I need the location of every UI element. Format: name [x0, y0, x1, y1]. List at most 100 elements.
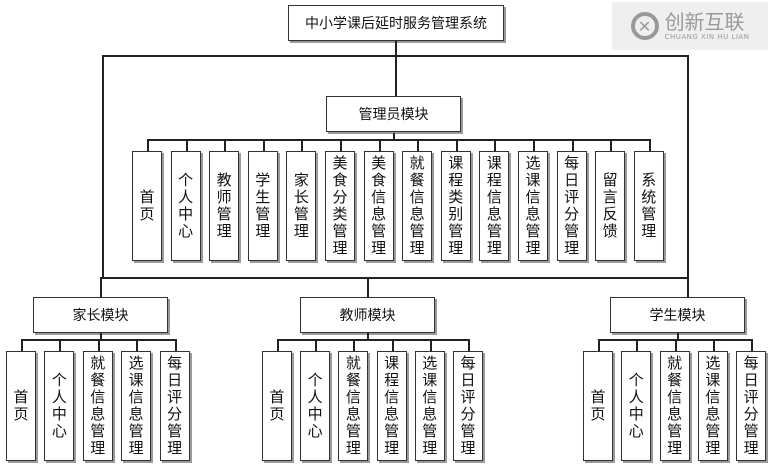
connector-line: [378, 139, 381, 151]
admin-child-node: 留言反馈: [595, 151, 626, 261]
connector-line: [598, 339, 600, 351]
connector-line: [393, 133, 395, 139]
connector-line: [174, 339, 177, 351]
teacher-child-label: 首页: [269, 388, 285, 423]
connector-line: [59, 339, 62, 351]
admin-child-node: 每日评分管理: [556, 151, 587, 261]
connector-line: [262, 139, 265, 151]
admin-child-node: 家长管理: [286, 151, 317, 261]
connector-line: [677, 333, 679, 339]
connector-line: [185, 139, 188, 151]
watermark-subtext: CHUANG XIN HU LIAN: [664, 33, 750, 41]
admin-child-label: 留言反馈: [602, 171, 618, 240]
admin-child-node: 教师管理: [209, 151, 240, 261]
connector-line: [97, 339, 100, 351]
student-child-node: 每日评分管理: [736, 351, 767, 461]
connector-line: [102, 55, 104, 278]
teacher-child-label: 每日评分管理: [460, 354, 476, 457]
admin-child-label: 每日评分管理: [564, 154, 580, 257]
student-child-node: 就餐信息管理: [659, 351, 690, 461]
teacher-child-node: 就餐信息管理: [338, 351, 369, 461]
connector-line: [674, 339, 677, 351]
connector-line: [395, 55, 397, 96]
watermark: ✕ 创新互联 CHUANG XIN HU LIAN: [612, 2, 768, 50]
admin-module-node: 管理员模块: [326, 96, 461, 132]
admin-child-label: 首页: [139, 188, 155, 223]
connector-line: [751, 339, 754, 351]
connector-line: [367, 277, 369, 297]
connector-line: [353, 339, 356, 351]
connector-line: [340, 139, 342, 151]
teacher-child-label: 课程信息管理: [384, 354, 400, 457]
connector-line: [687, 55, 689, 278]
connector-line: [147, 139, 149, 151]
admin-child-node: 选课信息管理: [518, 151, 548, 261]
admin-child-label: 个人中心: [178, 171, 194, 240]
admin-child-node: 美食分类管理: [325, 151, 355, 261]
teacher-module-label: 教师模块: [339, 308, 396, 324]
connector-line: [571, 139, 574, 151]
connector-line: [533, 139, 535, 151]
student-child-label: 就餐信息管理: [667, 354, 683, 457]
connector-line: [610, 139, 613, 151]
admin-child-label: 美食分类管理: [332, 154, 348, 257]
parent-child-label: 每日评分管理: [167, 354, 183, 457]
admin-child-node: 系统管理: [633, 151, 664, 261]
teacher-child-label: 选课信息管理: [422, 354, 438, 457]
watermark-text: 创新互联: [664, 10, 745, 34]
branch-line: [102, 277, 689, 279]
teacher-module-node: 教师模块: [300, 297, 435, 333]
connector-line: [367, 333, 369, 339]
admin-child-node: 课程信息管理: [479, 151, 510, 261]
admin-child-label: 教师管理: [216, 171, 232, 240]
connector-line: [712, 339, 715, 351]
admin-child-label: 就餐信息管理: [409, 154, 425, 257]
parent-child-node: 首页: [6, 351, 36, 461]
teacher-child-node: 首页: [262, 351, 292, 461]
parent-child-node: 选课信息管理: [121, 351, 152, 461]
watermark-logo-icon: ✕: [630, 12, 659, 40]
admin-child-label: 课程类别管理: [448, 154, 464, 257]
connector-line: [100, 277, 102, 297]
connector-line: [395, 41, 397, 55]
admin-child-node: 课程类别管理: [440, 151, 471, 261]
connector-line: [494, 139, 497, 151]
parent-child-node: 每日评分管理: [159, 351, 190, 461]
student-child-node: 个人中心: [621, 351, 652, 461]
parent-child-label: 就餐信息管理: [90, 354, 106, 457]
admin-child-node: 首页: [132, 151, 162, 261]
connector-line: [315, 339, 318, 351]
admin-child-node: 就餐信息管理: [402, 151, 433, 261]
student-child-node: 首页: [583, 351, 613, 461]
student-child-label: 选课信息管理: [705, 354, 721, 457]
connector-line: [468, 339, 470, 351]
admin-child-label: 选课信息管理: [525, 154, 541, 257]
student-module-label: 学生模块: [649, 308, 706, 324]
root-label: 中小学课后延时服务管理系统: [305, 16, 487, 32]
connector-line: [224, 139, 227, 151]
connector-line: [636, 339, 639, 351]
connector-line: [21, 339, 23, 351]
parent-child-label: 选课信息管理: [128, 354, 144, 457]
connector-line: [455, 139, 458, 151]
teacher-child-node: 每日评分管理: [453, 351, 483, 461]
parent-child-node: 个人中心: [44, 351, 75, 461]
connector-line: [417, 139, 420, 151]
connector-line: [136, 339, 139, 351]
teacher-child-node: 选课信息管理: [414, 351, 445, 461]
admin-child-node: 学生管理: [247, 151, 278, 261]
admin-child-label: 系统管理: [641, 171, 657, 240]
connector-line: [301, 139, 304, 151]
parent-child-node: 就餐信息管理: [82, 351, 113, 461]
student-module-node: 学生模块: [610, 297, 745, 333]
parent-child-label: 个人中心: [51, 371, 67, 440]
teacher-child-node: 课程信息管理: [376, 351, 407, 461]
teacher-child-label: 个人中心: [307, 371, 323, 440]
teacher-child-label: 就餐信息管理: [345, 354, 361, 457]
root-node: 中小学课后延时服务管理系统: [288, 5, 504, 41]
student-child-node: 选课信息管理: [697, 351, 728, 461]
connector-line: [648, 139, 651, 151]
connector-line: [429, 339, 432, 351]
student-child-label: 首页: [590, 388, 606, 423]
